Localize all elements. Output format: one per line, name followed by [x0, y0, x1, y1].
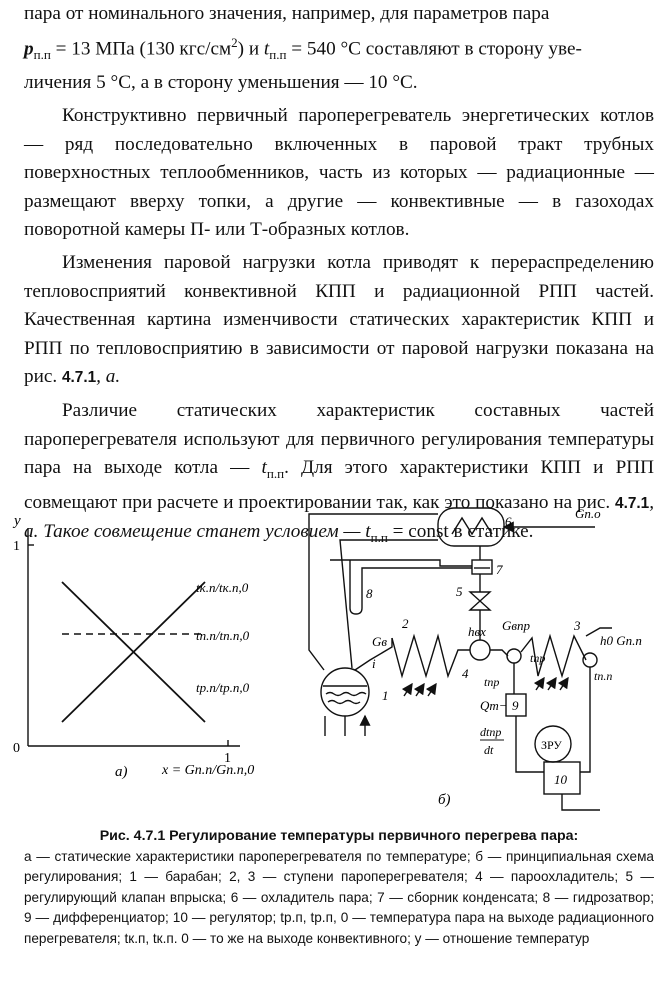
svg-text:10: 10 — [554, 772, 568, 787]
label-G-vpr: Gвпр — [502, 618, 531, 633]
temp-sensor-1 — [506, 648, 522, 664]
paragraph-1: Конструктивно первичный пароперегревател… — [24, 105, 654, 241]
stage-2 — [391, 633, 470, 679]
svg-text:5: 5 — [456, 584, 463, 599]
temp-sensor-2 — [582, 652, 598, 668]
panel-b-label: б) — [438, 792, 451, 808]
svg-text:7: 7 — [496, 562, 503, 577]
origin-label: 0 — [13, 741, 20, 756]
label-t-pr-2: tпр — [484, 675, 499, 689]
svg-text:9: 9 — [512, 698, 519, 713]
steam-cooler — [437, 507, 505, 547]
svg-text:3: 3 — [573, 618, 581, 633]
figure-ref: 4.7.1 — [61, 369, 97, 387]
panel-b — [308, 507, 612, 811]
panel-a — [27, 528, 240, 747]
stage-3 — [520, 633, 587, 679]
label-kpp: tк.п/tк.п,0 — [196, 580, 249, 595]
label-h-vx: hвх — [468, 624, 486, 639]
label-t-pp: tп.п — [594, 669, 612, 683]
injection-valve — [468, 591, 492, 611]
panel-a-label: а) — [115, 764, 128, 780]
x-expression: x = Gп.п/Gп.п,0 — [161, 763, 254, 778]
label-G-po: Gп.о — [575, 506, 601, 521]
y-tick-label: 1 — [13, 539, 20, 554]
paragraph-0: пара от номинального значения, например,… — [24, 3, 582, 94]
svg-text:8: 8 — [366, 586, 373, 601]
label-G-v: Gв — [372, 634, 387, 649]
figure-ref: 4.7.1 — [615, 494, 650, 512]
label-rpp: tр.п/tр.п,0 — [196, 680, 250, 695]
label-Q-t: Qт− — [480, 698, 508, 713]
caption-title: Рис. 4.7.1 Регулирование температуры пер… — [99, 828, 579, 844]
label-pp: tп.п/tп.п,0 — [196, 628, 250, 643]
label-zru: ЗРУ — [541, 738, 562, 752]
label-h0Gpp: h0 Gп.п — [600, 633, 642, 648]
paragraph-3: Различие статических характеристик соста… — [24, 399, 655, 545]
curve-kpp — [61, 581, 206, 723]
caption-body: а — статические характеристики пароперег… — [24, 848, 654, 946]
body-text: пара от номинального значения, например,… — [24, 0, 654, 553]
label-dt-den: dt — [484, 743, 494, 757]
svg-text:1: 1 — [382, 688, 389, 703]
condensate-collector — [471, 559, 493, 575]
label-dt-num: dtпр — [480, 725, 501, 739]
label-t-pr-1: tпр — [530, 651, 545, 665]
svg-text:4: 4 — [462, 666, 469, 681]
y-axis-label: y — [12, 513, 21, 529]
x-tick-label: 1 — [224, 751, 231, 766]
attemperator — [469, 639, 491, 661]
svg-text:i: i — [372, 656, 376, 671]
paragraph-2: Изменения паровой нагрузки котла приводя… — [24, 251, 654, 388]
figure-4-7-1: y 1 0 1 tк.п/tк.п,0 tп.п/tп.п,0 tр.п/tр.… — [12, 506, 642, 811]
figure-caption: Рис. 4.7.1 Регулирование температуры пер… — [24, 826, 654, 949]
svg-text:6: 6 — [505, 514, 512, 529]
svg-text:2: 2 — [402, 616, 409, 631]
